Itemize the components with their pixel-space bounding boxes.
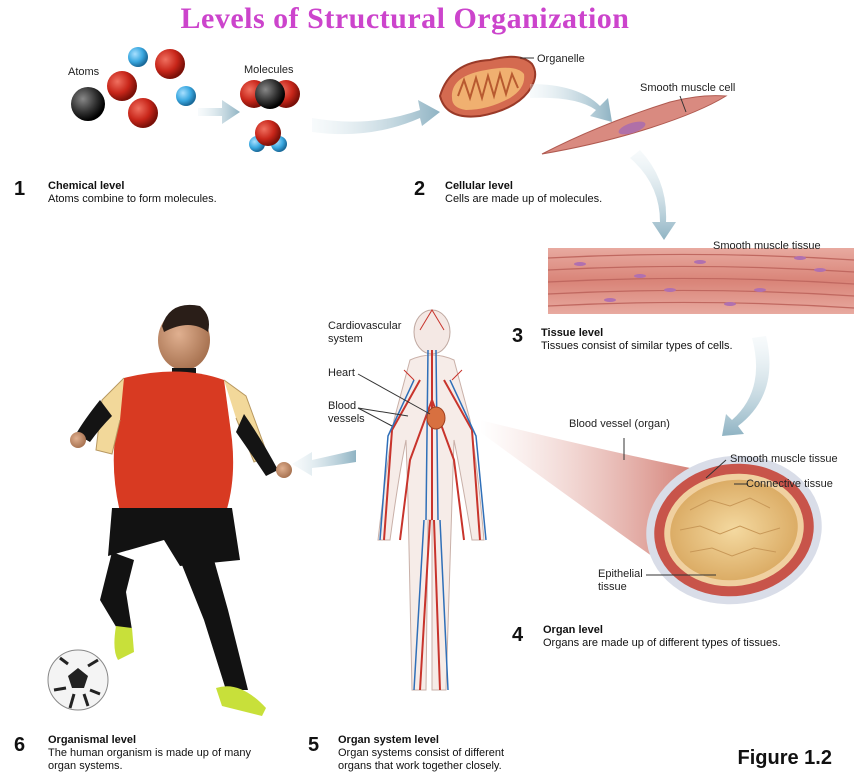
soccer-player-illustration [70, 304, 292, 716]
blood-vessels-label: Blood vessels [328, 400, 365, 425]
cardiovascular-system-label: Cardiovascular system [328, 320, 402, 345]
blood-vessel-illustration [480, 420, 822, 605]
arrow-icon [292, 450, 356, 476]
epithelial-tissue-label: Epithelial tissue [598, 568, 643, 593]
level-cellular: Cellular level Cells are made up of mole… [445, 180, 665, 206]
level-number: 5 [308, 734, 320, 756]
level-number: 4 [512, 624, 524, 646]
organelle-label: Organelle [537, 53, 585, 65]
level-heading: Chemical level [48, 180, 125, 192]
oxygen-atom-icon [128, 98, 158, 128]
level-heading: Tissue level [541, 327, 604, 339]
blood-vessel-organ-label: Blood vessel (organ) [569, 418, 670, 430]
level-organismal: Organismal level The human organism is m… [48, 734, 278, 773]
level-number: 2 [414, 178, 426, 200]
level-number: 6 [14, 734, 26, 756]
soccer-ball-icon [47, 649, 109, 711]
smooth-muscle-tissue-label: Smooth muscle tissue [713, 240, 821, 252]
level-chemical: Chemical level Atoms combine to form mol… [48, 180, 268, 206]
atoms-label: Atoms [68, 66, 100, 78]
smooth-muscle-cell-illustration [541, 95, 728, 155]
arrow-icon [722, 336, 770, 436]
level-description: Organs are made up of different types of… [543, 637, 781, 649]
connective-tissue-label: Connective tissue [746, 478, 833, 490]
atoms-illustration [71, 47, 196, 128]
figure-label: Figure 1.2 [737, 747, 832, 769]
level-heading: Cellular level [445, 180, 513, 192]
level-organ: Organ level Organs are made up of differ… [543, 624, 823, 650]
arrow-icon [630, 150, 676, 240]
page-title: Levels of Structural Organization [180, 2, 630, 35]
hydrogen-atom-icon [176, 86, 196, 106]
arrow-icon [530, 84, 612, 122]
level-description: Organ systems consist of different organ… [338, 747, 505, 772]
hydrogen-atom-icon [128, 47, 148, 67]
level-description: Atoms combine to form molecules. [48, 193, 217, 205]
molecules-label: Molecules [244, 64, 294, 76]
level-heading: Organ system level [338, 734, 439, 746]
level-description: Tissues consist of similar types of cell… [541, 340, 733, 352]
vessel-smooth-muscle-label: Smooth muscle tissue [730, 453, 838, 465]
smooth-muscle-cell-label: Smooth muscle cell [640, 82, 736, 94]
oxygen-atom-icon [155, 49, 185, 79]
mitochondrion-illustration [438, 55, 537, 118]
smooth-muscle-tissue-illustration [547, 248, 855, 314]
level-organ-system: Organ system level Organ systems consist… [338, 734, 528, 773]
arrow-icon [312, 100, 440, 135]
oxygen-atom-icon [107, 71, 137, 101]
cardiovascular-system-illustration [377, 309, 487, 691]
level-number: 1 [14, 178, 26, 200]
arrow-icon [198, 100, 240, 124]
level-tissue: Tissue level Tissues consist of similar … [541, 327, 781, 353]
carbon-atom-icon [71, 87, 105, 121]
molecules-illustration [240, 79, 300, 152]
level-description: Cells are made up of molecules. [445, 193, 603, 205]
level-number: 3 [512, 325, 524, 347]
level-heading: Organ level [543, 624, 603, 636]
level-description: The human organism is made up of many or… [48, 747, 251, 772]
heart-label: Heart [328, 367, 355, 379]
level-heading: Organismal level [48, 734, 137, 746]
